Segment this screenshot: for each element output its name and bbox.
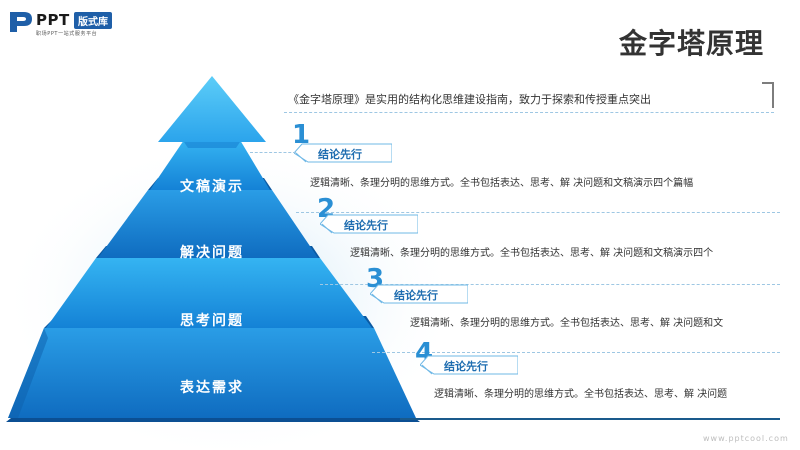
tier-2-label: 解决问题 <box>180 245 244 261</box>
logo-brand-text: PPT <box>36 11 70 29</box>
logo-badge: 版式库 <box>74 12 112 29</box>
tier-2-shape <box>98 190 318 258</box>
brand-logo: PPT 版式库 职场PPT一站式服务平台 <box>8 8 148 38</box>
logo-mark-icon <box>10 12 32 32</box>
step-3-label-tag: 结论先行 <box>370 284 468 304</box>
baseline-rule <box>400 418 780 420</box>
step-2-underline <box>320 284 780 285</box>
footer-url: www.pptcool.com <box>703 434 789 443</box>
step-1-number: 1 <box>292 120 311 150</box>
step-2-description: 逻辑清晰、条理分明的思维方式。全书包括表达、思考、解 决问题和文稿演示四个 <box>350 248 714 259</box>
tier-4-label: 表达需求 <box>180 380 244 396</box>
step-3-label: 结论先行 <box>394 289 438 302</box>
step-4-label-tag: 结论先行 <box>420 355 518 375</box>
pyramid-arrow-neck <box>184 142 240 148</box>
pyramid-arrow-head <box>158 76 266 142</box>
step-3-description: 逻辑清晰、条理分明的思维方式。全书包括表达、思考、解 决问题和文 <box>410 318 724 329</box>
step-4-label: 结论先行 <box>444 360 488 373</box>
intro-text: 《金字塔原理》是实用的结构化思维建设指南，致力于探索和传授重点突出 <box>288 93 651 106</box>
tier-3-shape <box>46 258 372 328</box>
intro-corner-bracket <box>762 82 774 108</box>
step-4-description: 逻辑清晰、条理分明的思维方式。全书包括表达、思考、解 决问题 <box>434 389 728 400</box>
step-2-label-tag: 结论先行 <box>320 214 418 234</box>
tier-1-shape <box>150 140 270 190</box>
page-title: 金字塔原理 <box>618 27 764 60</box>
tier-4-side <box>8 328 48 418</box>
tier-3-label: 思考问题 <box>180 313 244 329</box>
tier-4-shape <box>8 328 416 418</box>
tier-1-label: 文稿演示 <box>180 179 244 195</box>
intro-callout: 《金字塔原理》是实用的结构化思维建设指南，致力于探索和传授重点突出 <box>284 82 774 113</box>
step-1-underline <box>296 212 780 213</box>
logo-tagline: 职场PPT一站式服务平台 <box>36 31 98 37</box>
step-1-divider <box>250 152 296 153</box>
step-2-label: 结论先行 <box>344 219 388 232</box>
step-1-label-tag: 结论先行 <box>294 143 392 163</box>
step-1-label: 结论先行 <box>318 148 362 161</box>
step-3-underline <box>372 352 780 353</box>
step-1-description: 逻辑清晰、条理分明的思维方式。全书包括表达、思考、解 决问题和文稿演示四个篇幅 <box>310 178 694 189</box>
